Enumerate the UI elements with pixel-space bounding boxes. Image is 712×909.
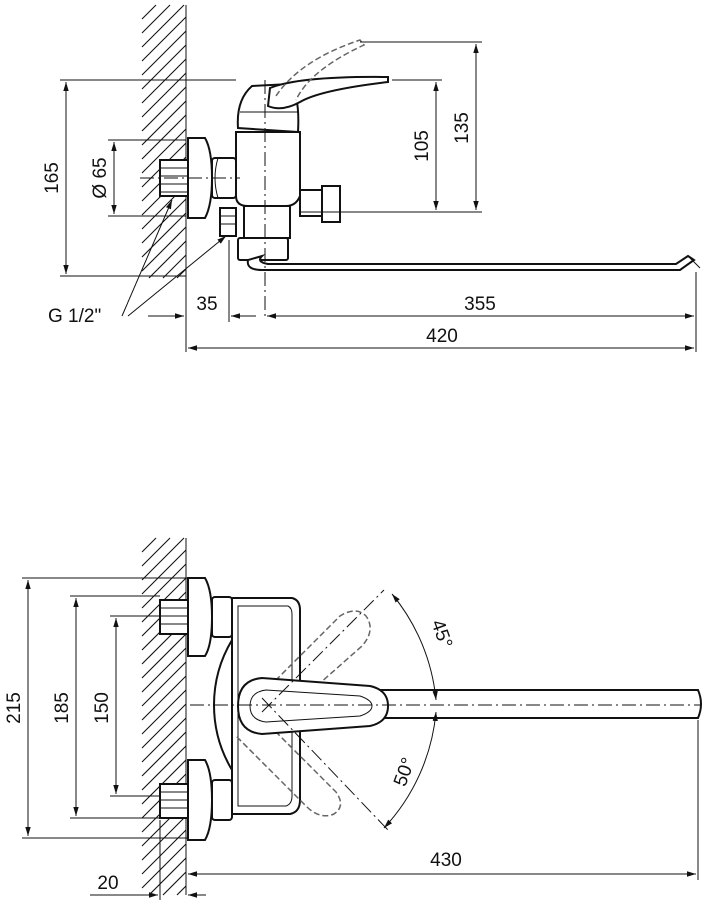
dimension-35: 35 bbox=[148, 240, 256, 352]
wall-hatch-top bbox=[141, 4, 187, 279]
label-diameter: Ø 65 bbox=[90, 157, 111, 198]
label-thread: G 1/2" bbox=[48, 306, 101, 327]
label-35: 35 bbox=[196, 294, 217, 315]
label-215: 215 bbox=[4, 692, 25, 724]
label-105: 105 bbox=[412, 130, 433, 162]
side-view: 165 Ø 65 G 1/2" 135 105 bbox=[42, 4, 701, 352]
label-angle-45: 45° bbox=[426, 617, 456, 651]
thread-callout: G 1/2" bbox=[48, 199, 227, 327]
label-420: 420 bbox=[426, 326, 458, 347]
label-355: 355 bbox=[464, 294, 496, 315]
label-150: 150 bbox=[92, 692, 113, 724]
dimension-20: 20 bbox=[90, 820, 206, 900]
lever-ghost-down bbox=[235, 705, 342, 817]
dimension-105: 105 bbox=[392, 79, 442, 210]
dimension-diameter: Ø 65 bbox=[90, 139, 186, 217]
spout bbox=[246, 253, 701, 271]
lever-ghost-up bbox=[249, 610, 371, 723]
wall-hatch-bottom bbox=[141, 537, 187, 896]
lever bbox=[236, 676, 390, 736]
label-185: 185 bbox=[52, 692, 73, 724]
label-430: 430 bbox=[430, 850, 462, 871]
dimension-355: 355 bbox=[267, 272, 697, 352]
mixer-body bbox=[219, 39, 389, 261]
dimension-185: 185 bbox=[52, 595, 160, 819]
label-135: 135 bbox=[452, 112, 473, 144]
dimension-150: 150 bbox=[92, 615, 160, 797]
dimension-215: 215 bbox=[4, 577, 188, 839]
spout-top bbox=[379, 689, 702, 719]
dimension-430: 430 bbox=[188, 720, 699, 880]
upper-connector bbox=[159, 577, 233, 657]
label-165: 165 bbox=[42, 162, 63, 194]
dimension-165: 165 bbox=[42, 79, 236, 277]
dimension-420: 420 bbox=[188, 326, 694, 351]
lower-connector bbox=[159, 759, 233, 841]
label-20: 20 bbox=[97, 873, 118, 894]
top-view: 45° 50° 215 185 150 430 bbox=[4, 537, 702, 900]
dimension-135: 135 bbox=[300, 41, 482, 213]
